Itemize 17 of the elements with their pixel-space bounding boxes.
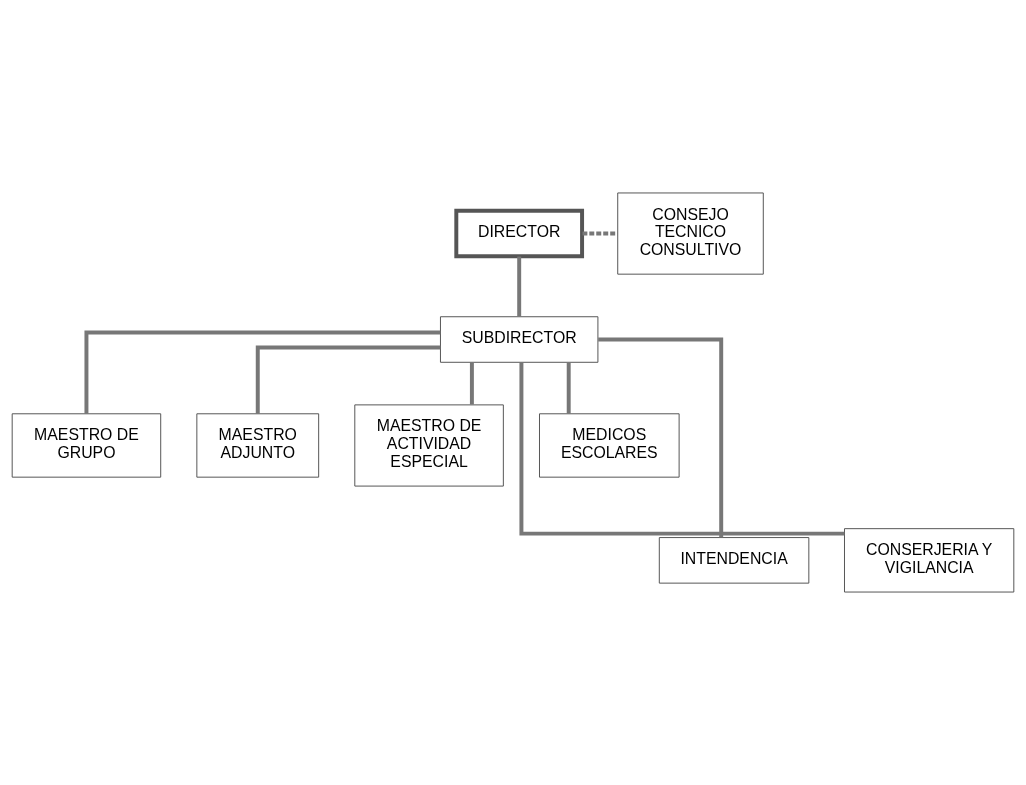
- node-box: CONSERJERIA Y VIGILANCIA: [844, 528, 1015, 593]
- connector: [469, 362, 474, 405]
- connector: [84, 330, 441, 414]
- connector: [566, 362, 571, 414]
- connector: [519, 362, 845, 536]
- node-box: SUBDIRECTOR: [439, 316, 599, 363]
- node-box: MAESTRO ADJUNTO: [196, 413, 320, 478]
- node-box: MAESTRO DE GRUPO: [11, 413, 162, 478]
- connector: [598, 337, 724, 538]
- connector: [582, 231, 618, 236]
- node-box: DIRECTOR: [454, 208, 585, 259]
- connector: [255, 345, 441, 414]
- connector: [517, 256, 522, 317]
- node-box: MAESTRO DE ACTIVIDAD ESPECIAL: [354, 404, 504, 487]
- node-box: MEDICOS ESCOLARES: [539, 413, 680, 478]
- node-box: CONSEJO TECNICO CONSULTIVO: [617, 192, 764, 275]
- node-box: INTENDENCIA: [658, 537, 810, 584]
